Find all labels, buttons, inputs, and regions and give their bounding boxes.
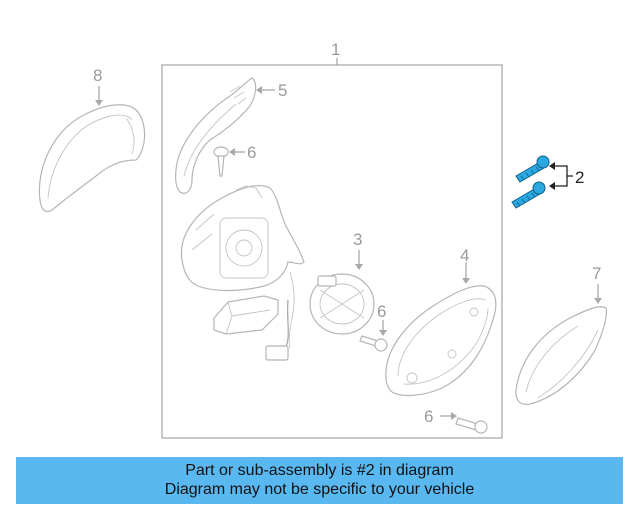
screw-part-middle <box>359 335 388 352</box>
motor-part <box>309 273 375 335</box>
callout-2-bracket <box>552 165 573 187</box>
mirror-housing-part <box>180 185 305 349</box>
screw-part-lower <box>455 417 488 434</box>
assembly-frame <box>161 64 503 439</box>
callout-5-label: 5 <box>278 81 287 100</box>
info-banner: Part or sub-assembly is #2 in diagram Di… <box>16 457 623 504</box>
callout-8-arrow <box>95 100 103 106</box>
callout-7-label: 7 <box>592 264 601 283</box>
callout-7-arrow <box>594 298 602 304</box>
callout-2-arrow-lower <box>549 182 555 190</box>
callout-8-label: 8 <box>93 66 102 85</box>
callout-6a-label: 6 <box>247 143 256 162</box>
callout-3-label: 3 <box>353 230 362 249</box>
callout-6b-arrow <box>379 330 387 336</box>
callout-6a-arrow <box>229 148 235 156</box>
mirror-glass-part <box>515 306 607 405</box>
turn-signal-part <box>175 77 257 194</box>
screw-part-2-upper <box>515 155 550 183</box>
screw-part-upper <box>213 146 229 177</box>
callout-6b-label: 6 <box>377 302 386 321</box>
screw-part-2-lower <box>511 181 546 209</box>
glass-carrier-part <box>385 285 497 397</box>
callout-2-arrow-upper <box>549 162 555 170</box>
callout-1-label: 1 <box>331 40 340 59</box>
callout-6c-label: 6 <box>424 407 433 426</box>
callout-2-label: 2 <box>575 168 584 187</box>
mirror-cover-part <box>38 104 146 213</box>
callout-5-arrow <box>256 86 262 94</box>
highlighted-screws-part <box>511 155 550 209</box>
callout-4-label: 4 <box>460 246 469 265</box>
callout-6c-arrow <box>451 412 457 420</box>
callout-3-arrow <box>355 264 363 270</box>
banner-line-1: Part or sub-assembly is #2 in diagram <box>185 462 454 479</box>
callout-4-arrow <box>462 278 470 284</box>
connector-part <box>213 295 289 361</box>
banner-line-2: Diagram may not be specific to your vehi… <box>164 481 475 498</box>
